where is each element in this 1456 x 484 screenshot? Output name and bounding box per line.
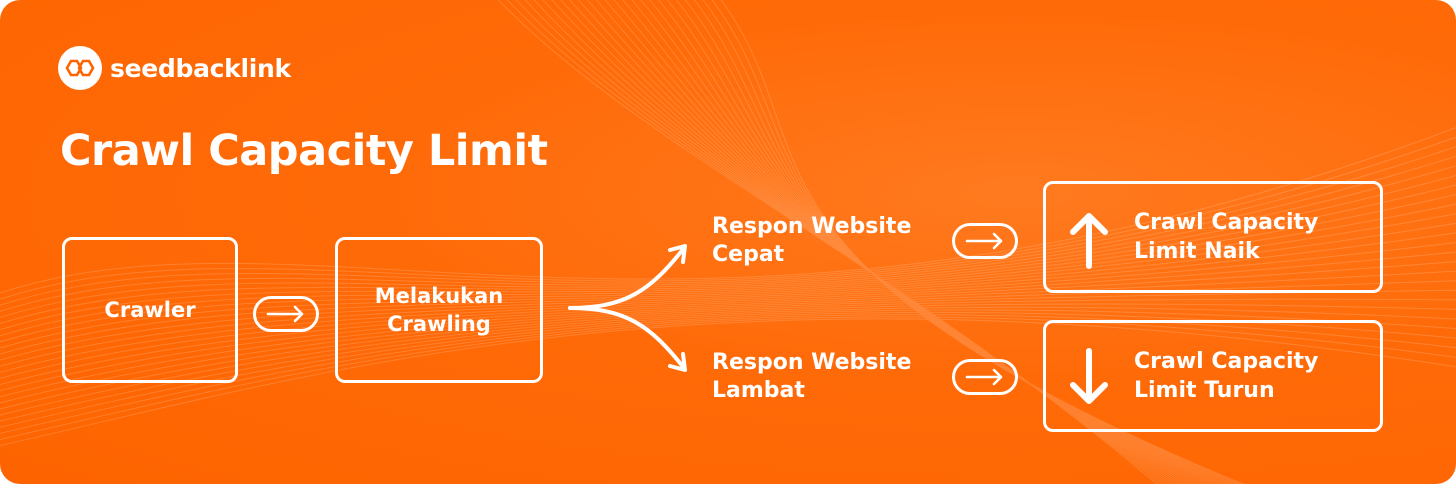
limit-down-box: Crawl Capacity Limit Turun	[1043, 320, 1383, 432]
limit-up-box: Crawl Capacity Limit Naik	[1043, 181, 1383, 293]
crawling-label: Melakukan Crawling	[374, 284, 504, 336]
limit-down-label: Crawl Capacity Limit Turun	[1134, 349, 1319, 403]
crawling-box: Melakukan Crawling	[335, 237, 543, 383]
brand-logo: seedbacklink	[58, 46, 291, 90]
brand-name: seedbacklink	[110, 53, 291, 83]
limit-up-label: Crawl Capacity Limit Naik	[1134, 210, 1319, 264]
crawler-box: Crawler	[62, 237, 238, 383]
arrow-right-icon	[952, 223, 1018, 259]
fast-response-label: Respon Website Cepat	[712, 214, 912, 267]
slow-response-label: Respon Website Lambat	[712, 350, 912, 403]
split-arrow-icon	[568, 244, 687, 372]
arrow-up-icon	[1070, 213, 1108, 269]
arrow-right-icon	[253, 296, 319, 332]
page-title: Crawl Capacity Limit	[60, 126, 548, 176]
arrow-right-icon	[952, 359, 1018, 395]
crawler-label: Crawler	[104, 298, 196, 322]
hexagon-link-icon	[58, 46, 102, 90]
arrow-down-icon	[1070, 348, 1108, 404]
